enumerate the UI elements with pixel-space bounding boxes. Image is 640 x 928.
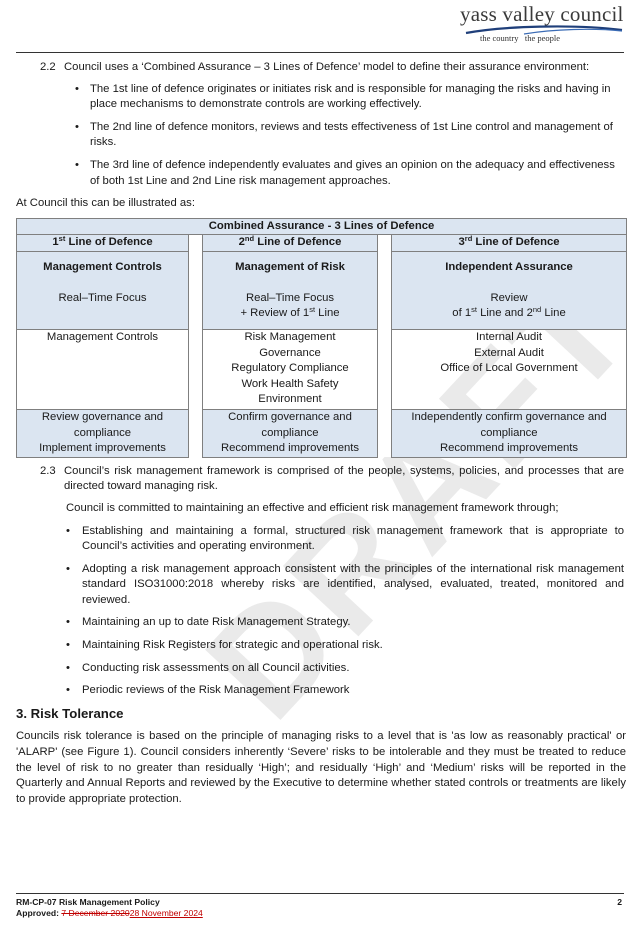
bullet-icon: • bbox=[66, 616, 70, 629]
page-content: 2.2 Council uses a ‘Combined Assurance –… bbox=[15, 60, 628, 807]
section-number: 2.2 bbox=[40, 61, 56, 73]
bullet-icon: • bbox=[66, 524, 70, 537]
logo-tagline-country: the country bbox=[480, 33, 519, 43]
table-title: Combined Assurance - 3 Lines of Defence bbox=[15, 217, 628, 236]
focus-cell-2: Management of Risk Real–Time Focus + Rev… bbox=[202, 250, 378, 330]
framework-list: •Establishing and maintaining a formal, … bbox=[16, 524, 626, 699]
list-item: •Maintaining Risk Registers for strategi… bbox=[16, 638, 626, 654]
section-3-body: Councils risk tolerance is based on the … bbox=[16, 730, 626, 805]
focus-cell-1: Management Controls Real–Time Focus bbox=[16, 250, 189, 330]
items-cell-1: Management Controls bbox=[16, 328, 189, 410]
logo-tagline-people: the people bbox=[524, 33, 561, 43]
outcome-cell-3: Independently confirm governance and com… bbox=[390, 408, 628, 458]
list-item: •Periodic reviews of the Risk Management… bbox=[16, 683, 626, 699]
section-2-3-intro: 2.3 Council’s risk management framework … bbox=[16, 464, 626, 495]
footer-approved: Approved: 7 December 202028 November 202… bbox=[16, 908, 203, 918]
items-cell-2: Risk Management Governance Regulatory Co… bbox=[202, 328, 378, 410]
lines-of-defence-list: •The 1st line of defence originates or i… bbox=[16, 82, 626, 190]
items-cell-3: Internal Audit External Audit Office of … bbox=[390, 328, 628, 410]
section-text: Council uses a ‘Combined Assurance – 3 L… bbox=[64, 61, 590, 73]
bullet-icon: • bbox=[75, 82, 79, 95]
section-2-2-intro: 2.2 Council uses a ‘Combined Assurance –… bbox=[16, 60, 626, 76]
approved-date-inserted: 28 November 2024 bbox=[129, 908, 203, 918]
column-gap bbox=[377, 234, 392, 458]
council-logo: yass valley council the country the peop… bbox=[460, 2, 630, 46]
bullet-icon: • bbox=[66, 639, 70, 652]
logo-name: yass valley council bbox=[460, 2, 624, 26]
lines-of-defence-table: Combined Assurance - 3 Lines of Defence … bbox=[15, 217, 628, 458]
section-text: Council’s risk management framework is c… bbox=[64, 464, 624, 493]
list-item: •The 2nd line of defence monitors, revie… bbox=[75, 120, 613, 149]
page-number: 2 bbox=[617, 897, 622, 907]
bullet-icon: • bbox=[75, 120, 79, 133]
bullet-icon: • bbox=[66, 562, 70, 575]
list-item: •The 3rd line of defence independently e… bbox=[75, 158, 615, 187]
column-header-1: 1st Line of Defence bbox=[16, 234, 189, 252]
approved-date-deleted: 7 December 2020 bbox=[61, 908, 130, 918]
column-header-3: 3rd Line of Defence bbox=[390, 234, 628, 252]
outcome-cell-2: Confirm governance and compliance Recomm… bbox=[202, 408, 378, 458]
section-3-heading: 3. Risk Tolerance bbox=[16, 705, 124, 721]
header-rule bbox=[16, 52, 624, 53]
outcome-cell-1: Review governance and compliance Impleme… bbox=[16, 408, 189, 458]
logo-swoosh-icon bbox=[465, 25, 623, 35]
bullet-icon: • bbox=[75, 158, 79, 171]
list-item: •The 1st line of defence originates or i… bbox=[75, 82, 611, 111]
focus-cell-3: Independent Assurance Review of 1st Line… bbox=[390, 250, 628, 330]
list-item: •Adopting a risk management approach con… bbox=[66, 562, 624, 606]
bullet-icon: • bbox=[66, 661, 70, 674]
section-number: 2.3 bbox=[40, 464, 56, 477]
bullet-icon: • bbox=[66, 684, 70, 697]
commitment-statement: Council is committed to maintaining an e… bbox=[66, 501, 559, 514]
footer-doc-title: RM-CP-07 Risk Management Policy bbox=[16, 897, 160, 907]
column-header-2: 2nd Line of Defence bbox=[202, 234, 378, 252]
logo-tagline: the country the people bbox=[480, 33, 560, 43]
list-item: •Maintaining an up to date Risk Manageme… bbox=[16, 615, 626, 631]
list-item: •Conducting risk assessments on all Coun… bbox=[16, 661, 626, 677]
illustration-intro: At Council this can be illustrated as: bbox=[16, 197, 195, 210]
column-gap bbox=[188, 234, 203, 458]
page-footer: RM-CP-07 Risk Management Policy Approved… bbox=[16, 893, 624, 919]
list-item: •Establishing and maintaining a formal, … bbox=[66, 524, 624, 553]
